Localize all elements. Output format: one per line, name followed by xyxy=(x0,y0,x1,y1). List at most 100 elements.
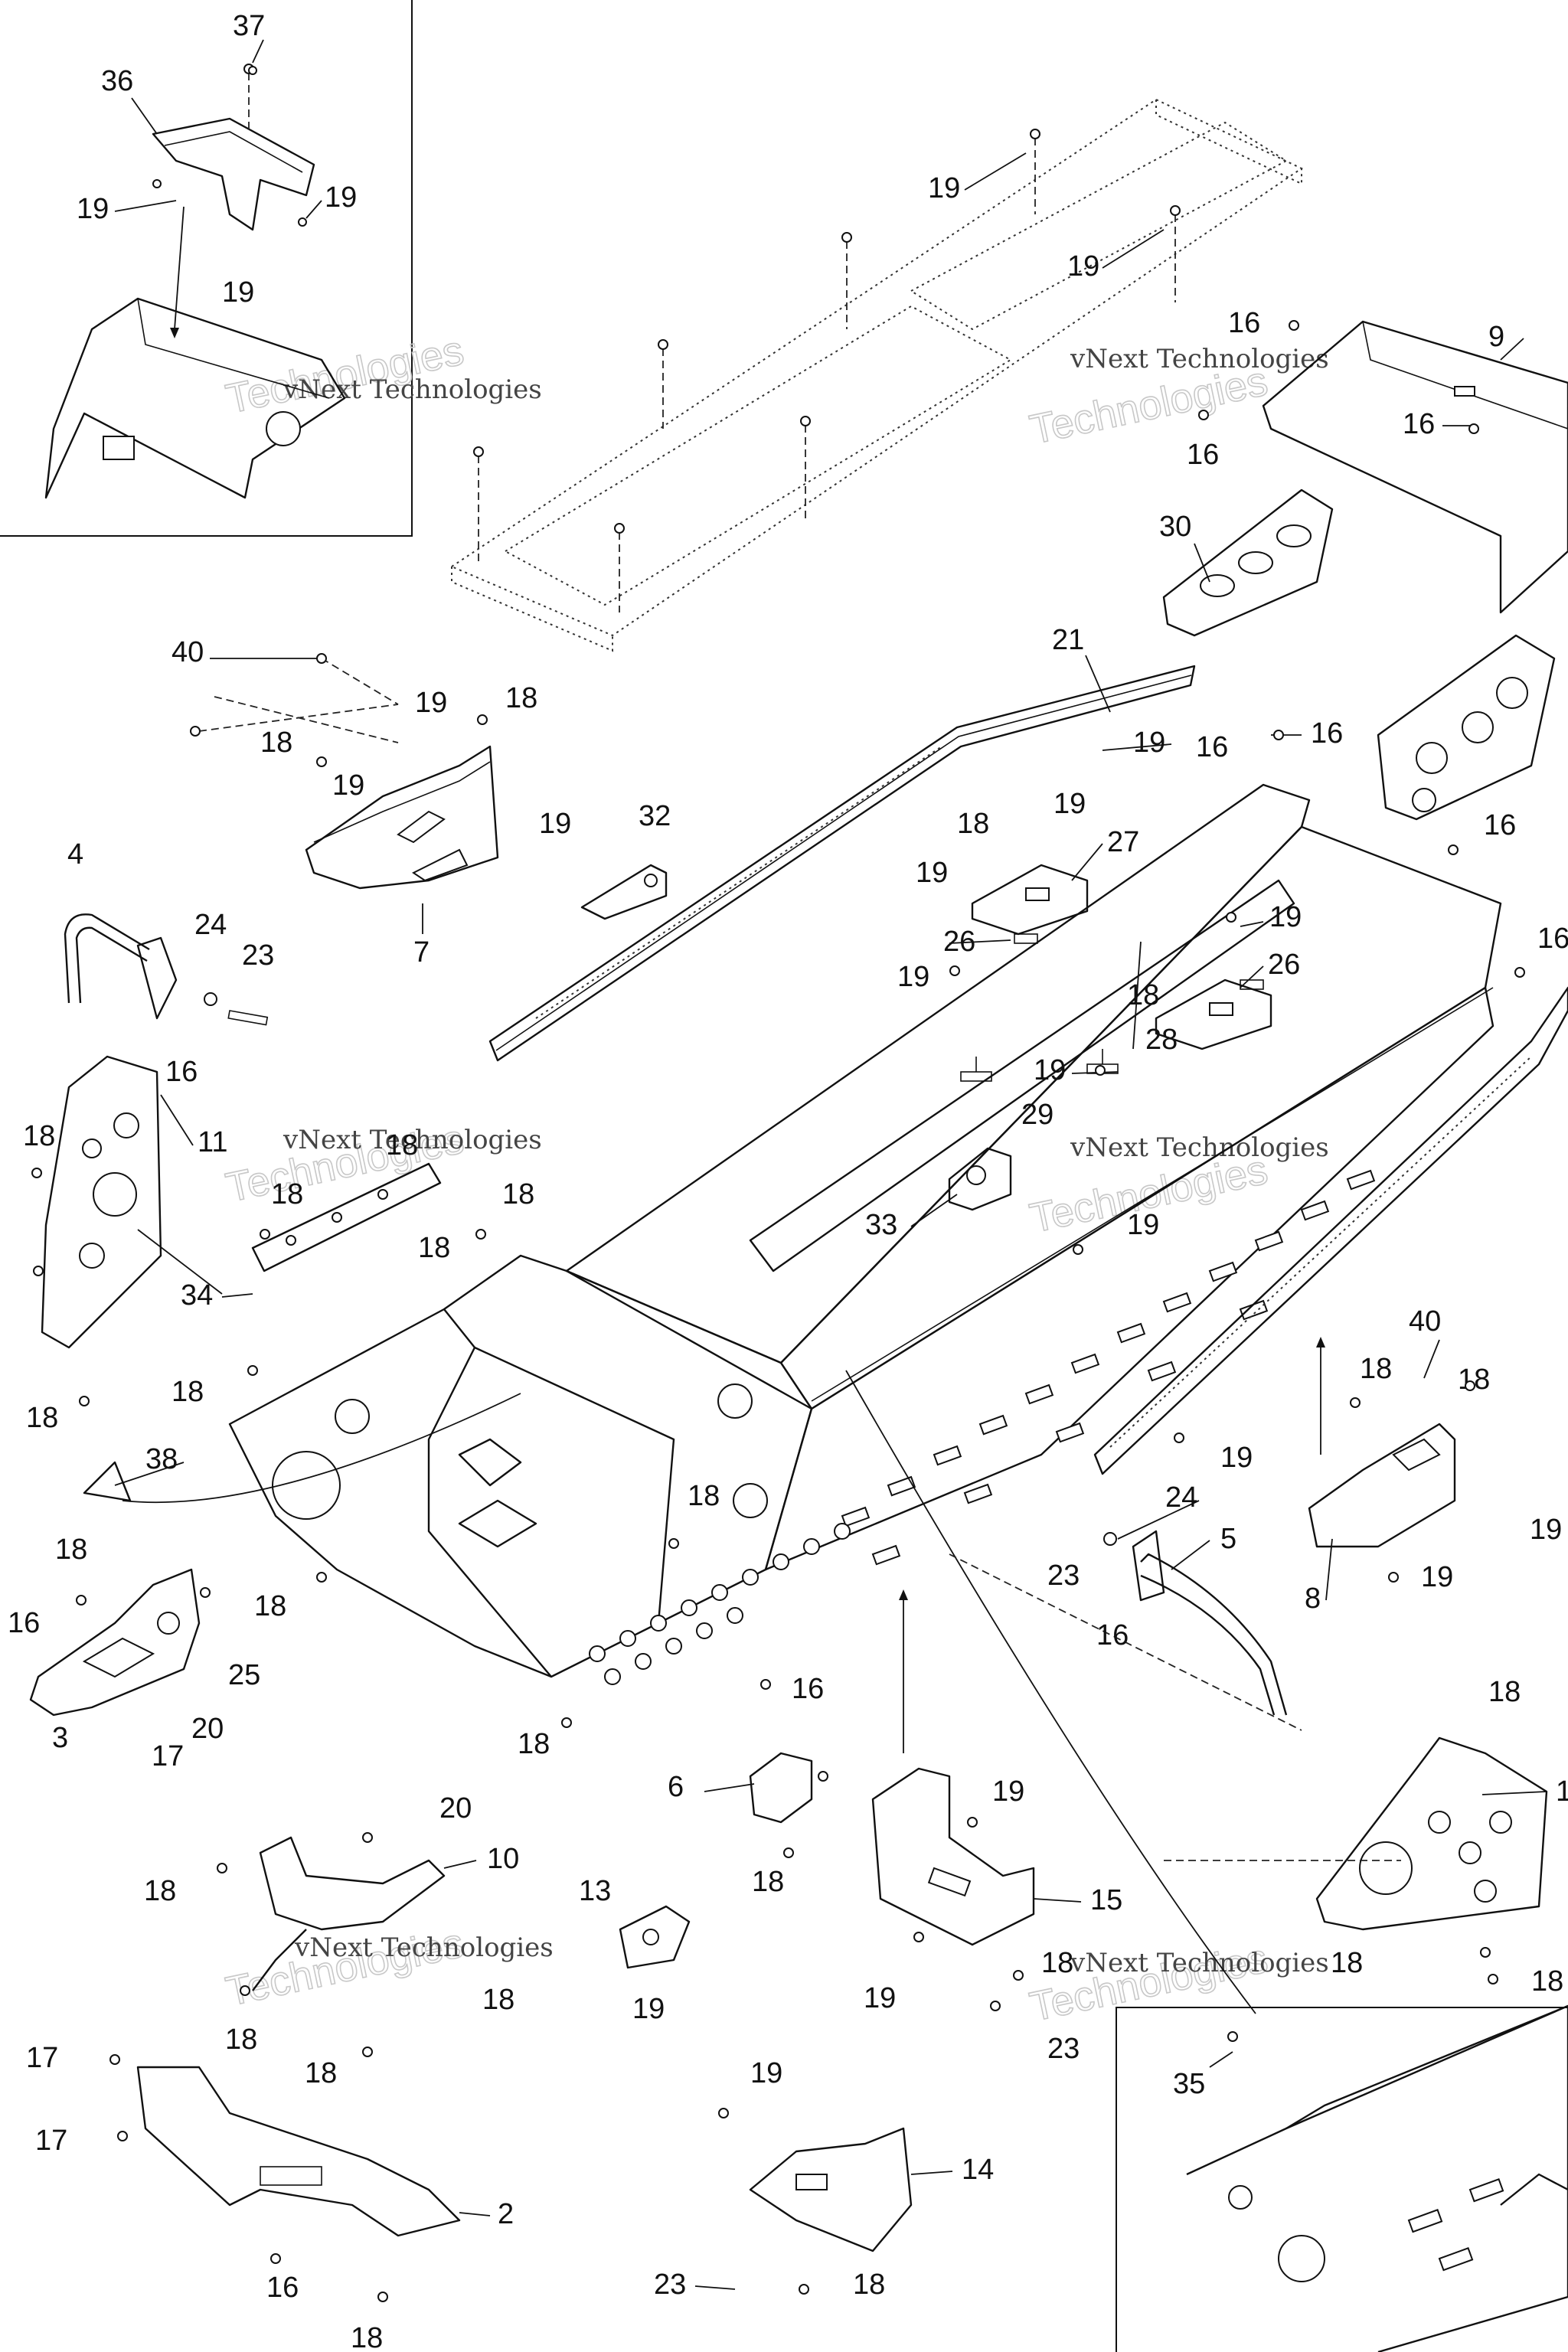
callout: 32 xyxy=(639,800,671,832)
callout: 8 xyxy=(1305,1583,1321,1615)
part-7-bracket xyxy=(305,745,499,890)
callout: 36 xyxy=(101,65,133,97)
part-5-handle xyxy=(1103,1530,1288,1716)
part-6-bracket xyxy=(749,1752,813,1824)
callout: 23 xyxy=(1047,2033,1080,2065)
callout: 19 xyxy=(928,172,960,204)
callout: 18 xyxy=(505,682,537,714)
callout: 16 xyxy=(165,1056,198,1088)
callout: 18 xyxy=(26,1402,58,1434)
callout: 17 xyxy=(152,1740,184,1772)
callout: 28 xyxy=(1145,1024,1178,1056)
callout: 7 xyxy=(413,936,430,969)
callout: 16 xyxy=(1196,731,1228,763)
callout: 18 xyxy=(418,1232,450,1264)
callout: 18 xyxy=(1041,1947,1073,1979)
callout: 17 xyxy=(35,2125,67,2157)
callout: 18 xyxy=(502,1178,534,1210)
callout: 16 xyxy=(1403,408,1435,440)
callout: 19 xyxy=(992,1775,1024,1808)
part-36-bracket xyxy=(152,64,315,231)
part-15-bracket xyxy=(871,1767,1035,1946)
part-right-plate-upper xyxy=(1377,634,1556,821)
callout: 18 xyxy=(23,1120,55,1152)
callout: 21 xyxy=(1052,624,1084,656)
callout: 11 xyxy=(198,1126,227,1158)
callout: 19 xyxy=(1133,727,1165,759)
callout: 18 xyxy=(305,2057,337,2089)
watermark-text: vNext Technologies xyxy=(294,1932,554,1963)
callout: 13 xyxy=(579,1875,611,1907)
callout: 19 xyxy=(897,961,929,993)
callout: 18 xyxy=(1458,1364,1490,1396)
callout: 18 xyxy=(254,1590,286,1622)
callout: 23 xyxy=(1047,1560,1080,1592)
part-34-strip xyxy=(251,1162,442,1272)
callout: 9 xyxy=(1488,321,1504,353)
callout-leaders xyxy=(114,39,1547,2290)
callout: 19 xyxy=(332,769,364,802)
callout: 33 xyxy=(865,1209,897,1241)
callout: 18 xyxy=(853,2269,885,2301)
callout: 19 xyxy=(77,193,109,225)
part-4-handle xyxy=(64,913,269,1026)
callout: 23 xyxy=(654,2269,686,2301)
callout: 19 xyxy=(325,181,357,214)
part-9-cover xyxy=(1262,320,1568,614)
callout: 1 xyxy=(1556,1775,1568,1808)
part-8-bracket xyxy=(1308,1423,1456,1548)
callout: 18 xyxy=(172,1376,204,1408)
part-front-frame xyxy=(228,1254,851,1685)
callout: 2 xyxy=(498,2198,514,2230)
watermark-text: vNext Technologies xyxy=(1070,1132,1329,1163)
inset-frame-top-left xyxy=(0,0,413,537)
part-30-plate xyxy=(1162,488,1334,637)
callout: 10 xyxy=(487,1843,519,1875)
part-tunnel-front-inset xyxy=(44,206,346,499)
callout: 18 xyxy=(752,1866,784,1898)
callout: 38 xyxy=(145,1443,178,1475)
running-board-holes xyxy=(589,1523,851,1685)
callout: 18 xyxy=(1488,1676,1521,1708)
inset-frame-bottom-right xyxy=(1116,2007,1568,2352)
callout: 16 xyxy=(266,2272,299,2304)
callout: 19 xyxy=(222,276,254,309)
callout: 26 xyxy=(1268,949,1300,981)
callout: 19 xyxy=(1067,250,1099,283)
callout: 16 xyxy=(1228,307,1260,339)
callout: 16 xyxy=(1311,717,1343,750)
part-40-bolts xyxy=(198,658,399,743)
callout: 16 xyxy=(1484,809,1516,841)
callout: 19 xyxy=(1530,1514,1562,1546)
callout: 19 xyxy=(1127,1209,1159,1241)
callout: 14 xyxy=(962,2154,994,2186)
callout: 4 xyxy=(67,838,83,871)
callout: 18 xyxy=(1127,979,1159,1011)
callout: 18 xyxy=(1531,1965,1563,1998)
callout: 3 xyxy=(52,1722,68,1754)
callout: 6 xyxy=(668,1771,684,1803)
callout: 18 xyxy=(688,1480,720,1512)
callout: 19 xyxy=(1421,1561,1453,1593)
callout: 18 xyxy=(351,2322,383,2352)
callout: 19 xyxy=(632,1993,665,2025)
callout: 18 xyxy=(260,727,292,759)
callout: 16 xyxy=(1096,1619,1129,1651)
part-1-tunnel xyxy=(565,783,1502,1571)
callout: 40 xyxy=(172,636,204,668)
part-rear-tunnel-inset xyxy=(1186,2004,1568,2352)
watermark-text: vNext Technologies xyxy=(283,1125,542,1155)
callout: 20 xyxy=(439,1792,472,1824)
callout: 19 xyxy=(415,687,447,719)
callout: 16 xyxy=(8,1607,40,1639)
callout: 16 xyxy=(1187,439,1219,471)
part-27-bracket xyxy=(971,864,1089,936)
tunnel-slot-row xyxy=(841,1169,1376,1566)
part-21-rail xyxy=(488,665,1196,1062)
callout: 18 xyxy=(271,1178,303,1210)
callout: 18 xyxy=(957,808,989,840)
callout: 27 xyxy=(1107,826,1139,858)
callout: 40 xyxy=(1409,1305,1441,1338)
part-right-rail xyxy=(1093,986,1568,1475)
